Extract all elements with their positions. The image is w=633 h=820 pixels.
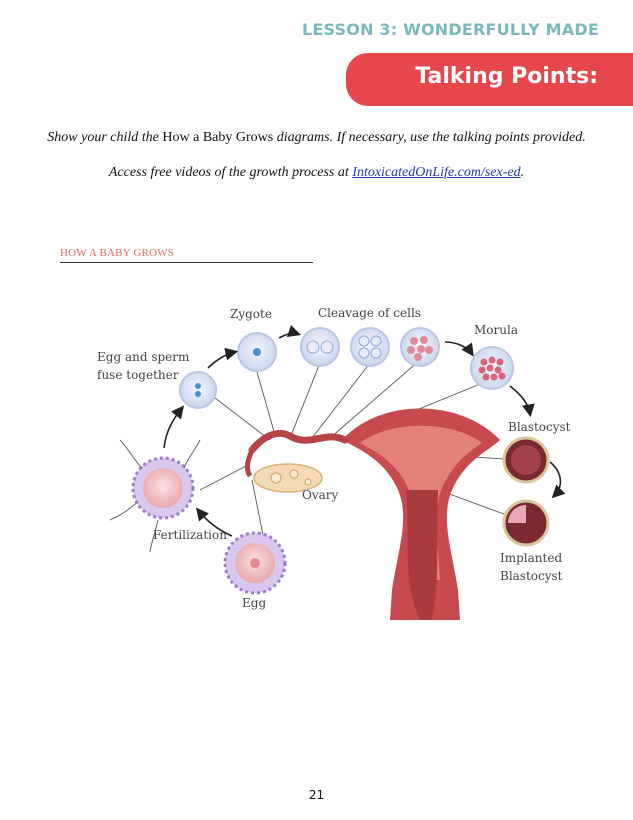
how-a-baby-grows-diagram: Zygote Cleavage of cells Morula Egg and …	[80, 290, 600, 630]
morula-cell	[470, 346, 514, 390]
lesson-title: LESSON 3: WONDERFULLY MADE	[302, 20, 599, 39]
videos-link[interactable]: IntoxicatedOnLife.com/sex-ed	[352, 165, 521, 180]
diagram-illustration: Zygote Cleavage of cells Morula Egg and …	[97, 306, 571, 620]
intro-line-1: Show your child the How a Baby Grows dia…	[0, 129, 633, 147]
page-number: 21	[308, 788, 325, 802]
cleavage-cell-8	[400, 327, 440, 367]
implanted-label-line-1: Implanted	[500, 551, 562, 565]
intro-line-1-end: diagrams. If necessary, use the talking …	[273, 130, 586, 145]
fused-cell	[179, 371, 217, 409]
intro-line-2-end: .	[520, 165, 525, 180]
blastocyst-label: Blastocyst	[508, 420, 571, 434]
process-arrows	[163, 324, 566, 537]
morula-label: Morula	[474, 323, 518, 337]
blastocyst-cell	[502, 436, 550, 484]
implanted-blastocyst-cell	[502, 499, 550, 547]
egg-label: Egg	[242, 596, 266, 610]
banner-title: Talking Points:	[415, 64, 598, 89]
ovary-illustration	[253, 463, 323, 493]
zygote-label: Zygote	[230, 307, 272, 321]
implanted-label-line-2: Blastocyst	[500, 569, 563, 583]
talking-points-banner: Talking Points:	[346, 53, 633, 106]
intro-line-1-start: Show your child the	[47, 130, 163, 145]
egg-sperm-label-line-1: Egg and sperm	[97, 350, 190, 364]
zygote-cell	[237, 332, 277, 372]
ovary-label: Ovary	[302, 488, 339, 502]
intro-line-2: Access free videos of the growth process…	[0, 164, 633, 182]
egg-sperm-label-line-2: fuse together	[97, 368, 179, 382]
fertilization-egg	[109, 439, 201, 553]
intro-text: Show your child the How a Baby Grows dia…	[0, 129, 633, 199]
cleavage-label: Cleavage of cells	[318, 306, 421, 320]
egg-cell	[223, 531, 287, 595]
intro-line-2-start: Access free videos of the growth process…	[108, 165, 353, 180]
diagram-name: How a Baby Grows	[162, 130, 274, 145]
uterus-illustration	[244, 408, 500, 620]
cleavage-cell-4	[350, 327, 390, 367]
section-heading: HOW A BABY GROWS	[60, 247, 313, 263]
fertilization-label: Fertilization	[153, 528, 227, 542]
cleavage-cell-2	[300, 327, 340, 367]
